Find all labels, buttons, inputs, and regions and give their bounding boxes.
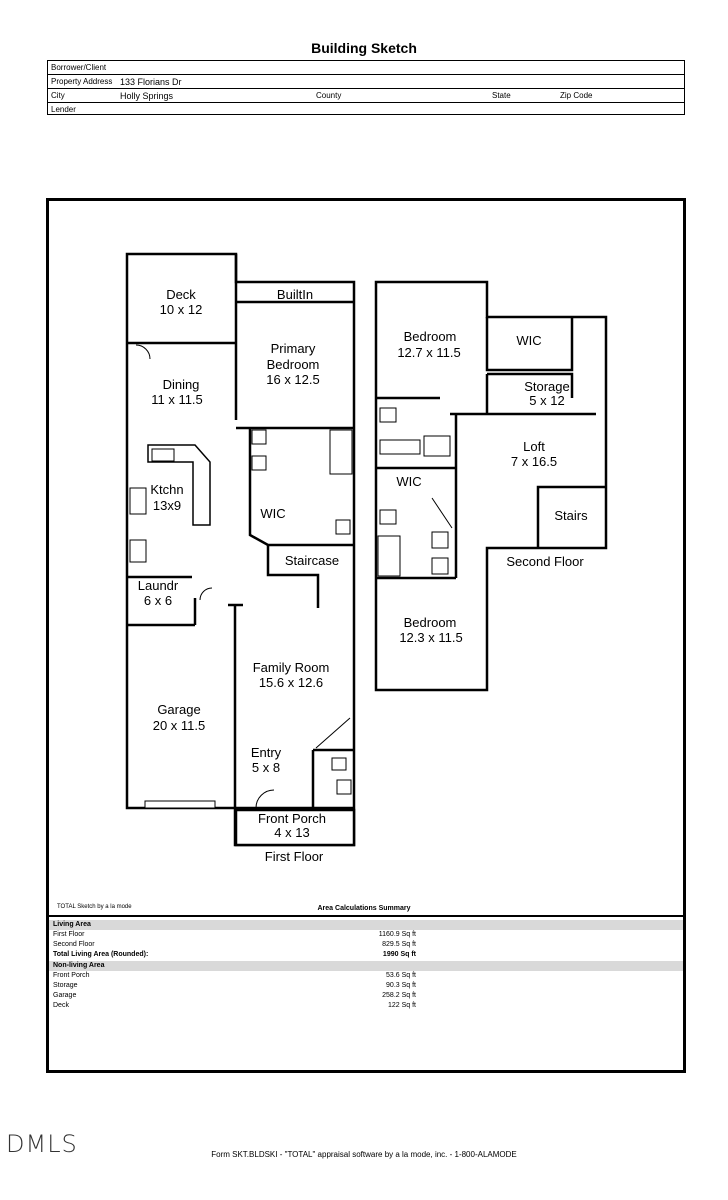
bedroom-2-size: 12.3 x 11.5	[399, 630, 462, 645]
porch-label: Front Porch	[258, 811, 326, 826]
sink-icon	[431, 531, 449, 549]
tub-icon	[329, 429, 353, 475]
first-floor-label: First Floor	[265, 849, 324, 864]
zip-label: Zip Code	[560, 91, 593, 100]
stairs-wall	[536, 485, 606, 548]
family-room-label: Family Room	[253, 660, 330, 675]
dining-size: 11 x 11.5	[151, 392, 203, 407]
tub-icon	[377, 535, 401, 577]
city-label: City	[51, 91, 65, 100]
lender-row: Lender	[48, 103, 684, 115]
porch-box	[234, 808, 356, 847]
kitchen-label: Ktchn	[150, 482, 183, 497]
bedroom-1-label: Bedroom	[404, 329, 457, 344]
porch-size: 4 x 13	[274, 825, 309, 840]
wic-label: WIC	[260, 506, 285, 521]
deck-door-icon	[135, 344, 151, 360]
wic-wall	[248, 428, 354, 547]
entry-door-icon	[255, 789, 275, 809]
door-swing-line	[431, 497, 453, 529]
staircase-label: Staircase	[285, 553, 339, 568]
header-table: Borrower/Client Property Address 133 Flo…	[47, 60, 685, 115]
kitchen-sink-icon	[151, 448, 175, 462]
loft-size: 7 x 16.5	[511, 454, 557, 469]
primary-label-2: Bedroom	[267, 357, 320, 372]
storage-label: Storage	[524, 379, 570, 394]
summary-divider	[49, 915, 683, 917]
city-row: City Holly Springs County State Zip Code	[48, 89, 684, 103]
state-label: State	[492, 91, 511, 100]
dining-label: Dining	[163, 377, 200, 392]
entry-closet-wall	[311, 748, 354, 808]
laundry-size: 6 x 6	[144, 593, 172, 608]
software-note: TOTAL Sketch by a la mode	[57, 904, 132, 910]
shower-icon	[423, 435, 451, 457]
sink-icon	[336, 779, 352, 795]
kitchen-size: 13x9	[153, 498, 181, 513]
nonliving-area-header: Non-living Area	[49, 961, 683, 971]
garage-door	[144, 800, 216, 809]
staircase-wall	[266, 545, 320, 608]
garage-size: 20 x 11.5	[153, 718, 206, 733]
footer-text: Form SKT.BLDSKI - "TOTAL" appraisal soft…	[211, 1150, 517, 1159]
entry-label: Entry	[251, 745, 282, 760]
lender-label: Lender	[51, 105, 76, 114]
garage-label: Garage	[157, 702, 200, 717]
borrower-row: Borrower/Client	[48, 61, 684, 75]
vanity-icon	[379, 439, 421, 455]
laundry-door-icon	[199, 587, 213, 601]
toilet-icon	[335, 519, 351, 535]
borrower-label: Borrower/Client	[51, 63, 107, 72]
toilet-icon	[331, 757, 347, 771]
primary-label: Primary	[271, 341, 316, 356]
fridge-icon	[129, 539, 147, 563]
county-label: County	[316, 91, 342, 100]
range-icon	[129, 487, 147, 515]
summary-total-row: Total Living Area (Rounded):1990 Sq ft	[53, 951, 416, 958]
living-area-header: Living Area	[49, 920, 683, 930]
builtin-label: BuiltIn	[277, 287, 313, 302]
door-swing-line	[315, 717, 351, 749]
sink-icon	[251, 429, 267, 445]
laundry-label: Laundr	[138, 578, 179, 593]
bedroom-1-size: 12.7 x 11.5	[397, 345, 460, 360]
wic-upper-wall	[485, 317, 574, 372]
second-floor-outline	[374, 280, 608, 692]
city-value: Holly Springs	[120, 91, 174, 101]
address-row: Property Address 133 Florians Dr	[48, 75, 684, 89]
primary-size: 16 x 12.5	[266, 372, 320, 387]
floor-plan: Deck 10 x 12 BuiltIn Primary Bedroom 16 …	[125, 252, 608, 864]
sink-icon	[431, 557, 449, 575]
kitchen-counter	[147, 444, 211, 526]
address-label: Property Address	[51, 77, 113, 86]
wic-upper-label: WIC	[516, 333, 541, 348]
entry-size: 5 x 8	[252, 760, 280, 775]
sketch-frame	[46, 198, 686, 1073]
summary-title: Area Calculations Summary	[317, 905, 411, 912]
page-title: Building Sketch	[311, 40, 417, 56]
wic-2-label: WIC	[396, 474, 421, 489]
bath-wall	[376, 396, 596, 416]
dmls-logo: DMLS	[6, 1130, 78, 1158]
sink-icon	[251, 455, 267, 471]
toilet-icon	[379, 509, 397, 525]
deck-label: Deck	[166, 287, 196, 302]
bedroom-2-label: Bedroom	[404, 615, 457, 630]
family-room-size: 15.6 x 12.6	[259, 675, 323, 690]
storage-size: 5 x 12	[529, 393, 564, 408]
address-value: 133 Florians Dr	[120, 77, 182, 87]
loft-label: Loft	[523, 439, 545, 454]
second-floor-label: Second Floor	[506, 554, 584, 569]
storage-wall	[487, 372, 574, 398]
deck-size: 10 x 12	[160, 302, 203, 317]
stairs-label: Stairs	[554, 508, 588, 523]
toilet-icon	[379, 407, 397, 423]
